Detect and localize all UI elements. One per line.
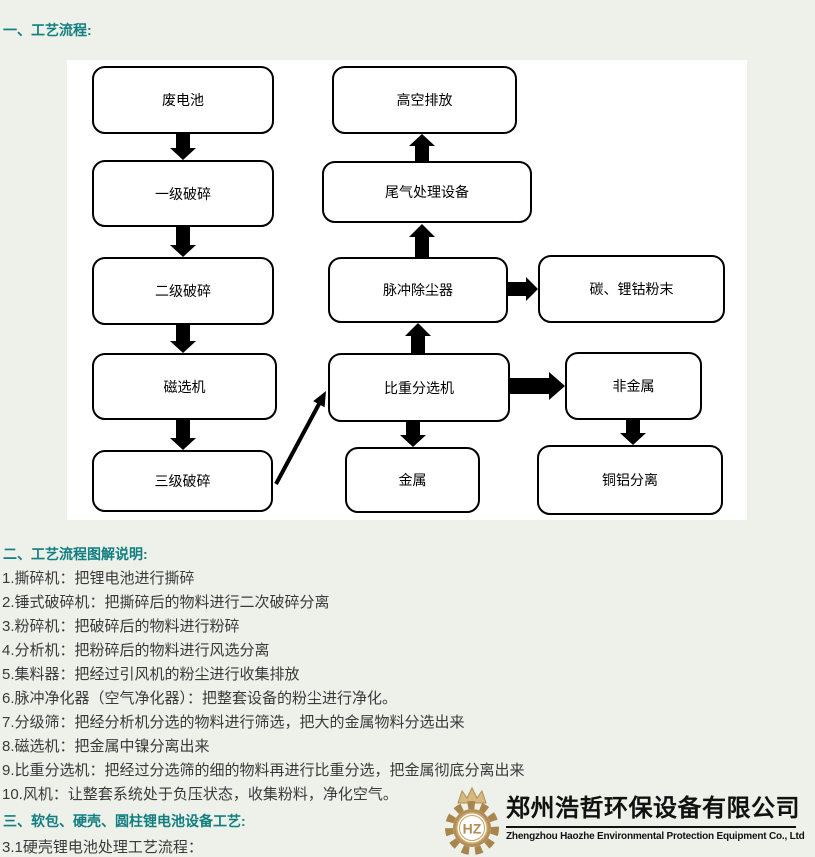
flow-node-secondary-crusher: 二级破碎 bbox=[92, 257, 274, 325]
flow-node-label: 废电池 bbox=[162, 94, 204, 109]
note-line-3: 3.粉碎机：把破碎后的物料进行粉碎 bbox=[2, 618, 240, 635]
arrow-exhaust-to-discharge bbox=[409, 134, 435, 161]
arrow-tertiary-to-gravity-head bbox=[313, 391, 326, 408]
arrow-gravity-to-metal bbox=[400, 422, 426, 447]
note-line-6: 6.脉冲净化器（空气净化器）：把整套设备的粉尘进行净化。 bbox=[2, 690, 398, 707]
flow-node-label: 碳、锂钴粉末 bbox=[589, 283, 674, 298]
process-notes-list: 1.撕碎机：把锂电池进行撕碎 2.锤式破碎机：把撕碎后的物料进行二次破碎分离 3… bbox=[2, 567, 782, 807]
section-3-subtitle: 3.1硬壳锂电池处理工艺流程： bbox=[2, 839, 203, 856]
arrow-secondary-to-magnetic bbox=[170, 325, 196, 353]
flow-node-pulse-dust-collector: 脉冲除尘器 bbox=[328, 257, 508, 323]
company-name-cn: 郑州浩哲环保设备有限公司 bbox=[506, 795, 800, 822]
note-line-8: 8.磁选机：把金属中镍分离出来 bbox=[2, 738, 210, 755]
arrow-magnetic-to-tertiary bbox=[170, 420, 196, 450]
section-3-title: 三、软包、硬壳、圆柱锂电池设备工艺: bbox=[3, 813, 246, 829]
flow-node-high-discharge: 高空排放 bbox=[332, 66, 517, 134]
flow-node-label: 高空排放 bbox=[396, 94, 453, 109]
arrow-tertiary-to-gravity-line bbox=[274, 403, 321, 485]
flow-node-metal: 金属 bbox=[345, 447, 480, 513]
company-logo: HZ 郑州浩哲环保设备有限公司 Zhengzhou Haozhe Environ… bbox=[443, 786, 805, 856]
note-line-7: 7.分级筛：把经分析机分选的物料进行筛选，把大的金属物料分选出来 bbox=[2, 714, 465, 731]
note-line-1: 1.撕碎机：把锂电池进行撕碎 bbox=[2, 570, 195, 587]
flow-node-label: 金属 bbox=[398, 474, 427, 489]
flow-node-exhaust-treatment: 尾气处理设备 bbox=[322, 161, 532, 223]
flow-node-label: 磁选机 bbox=[163, 380, 206, 396]
note-line-2: 2.锤式破碎机：把撕碎后的物料进行二次破碎分离 bbox=[2, 594, 330, 611]
flow-node-label: 比重分选机 bbox=[384, 381, 454, 397]
flow-node-waste-battery: 废电池 bbox=[92, 66, 274, 134]
flow-node-gravity-separator: 比重分选机 bbox=[328, 353, 510, 422]
note-line-9: 9.比重分选机：把经过分选筛的细的物料再进行比重分选，把金属彻底分离出来 bbox=[2, 762, 525, 779]
flow-node-label: 脉冲除尘器 bbox=[383, 284, 453, 299]
arrow-waste-to-primary bbox=[170, 134, 196, 160]
arrow-primary-to-secondary bbox=[170, 227, 196, 257]
flow-node-primary-crusher: 一级破碎 bbox=[92, 160, 274, 227]
flow-node-carbon-licoh-powder: 碳、锂钴粉末 bbox=[538, 255, 725, 323]
flow-node-label: 三级破碎 bbox=[154, 475, 211, 490]
logo-monogram: HZ bbox=[463, 821, 482, 837]
arrow-gravity-to-pulse bbox=[405, 323, 431, 353]
logo-text-block: 郑州浩哲环保设备有限公司 Zhengzhou Haozhe Environmen… bbox=[506, 786, 805, 842]
section-2-title: 二、工艺流程图解说明: bbox=[3, 546, 148, 562]
flow-node-label: 尾气处理设备 bbox=[385, 186, 469, 201]
flowchart-canvas: 废电池 一级破碎 二级破碎 磁选机 三级破碎 高空排放 尾气处理设备 脉冲除尘器… bbox=[67, 60, 747, 520]
gear-hz-icon: HZ bbox=[445, 786, 499, 855]
arrow-pulse-to-exhaust bbox=[409, 224, 435, 257]
arrow-nonmetal-to-cual bbox=[620, 420, 646, 445]
flow-node-tertiary-crusher: 三级破碎 bbox=[92, 450, 273, 512]
flow-node-non-metal: 非金属 bbox=[565, 352, 702, 420]
section-1-title: 一、工艺流程: bbox=[3, 22, 92, 38]
arrow-gravity-to-nonmetal bbox=[510, 372, 565, 400]
note-line-5: 5.集料器：把经过引风机的粉尘进行收集排放 bbox=[2, 666, 300, 683]
flow-node-magnetic-separator: 磁选机 bbox=[92, 353, 277, 420]
flow-node-cu-al-separation: 铜铝分离 bbox=[537, 445, 723, 515]
note-line-4: 4.分析机：把粉碎后的物料进行风选分离 bbox=[2, 642, 270, 659]
logo-divider bbox=[506, 826, 796, 828]
flow-node-label: 铜铝分离 bbox=[602, 474, 658, 489]
flow-node-label: 一级破碎 bbox=[155, 187, 211, 203]
company-name-en: Zhengzhou Haozhe Environmental Protectio… bbox=[506, 831, 805, 842]
note-line-10: 10.风机：让整套系统处于负压状态，收集粉料，净化空气。 bbox=[2, 786, 398, 803]
flow-node-label: 二级破碎 bbox=[155, 285, 211, 300]
flow-node-label: 非金属 bbox=[612, 380, 655, 395]
arrow-pulse-to-carbon bbox=[508, 277, 538, 301]
